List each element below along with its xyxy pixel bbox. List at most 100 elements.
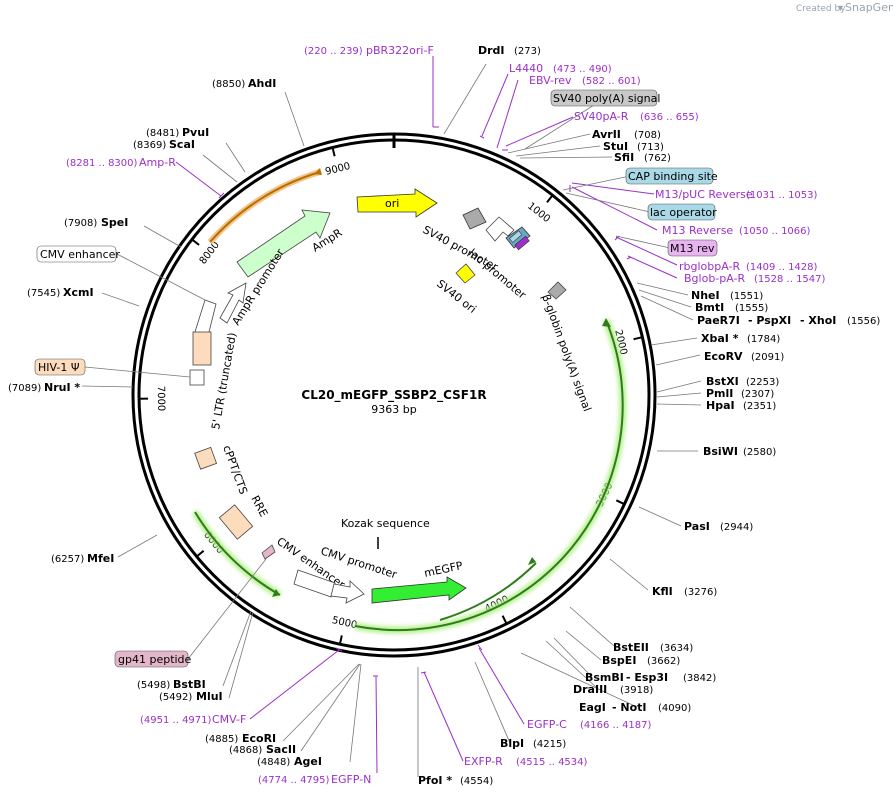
m13-rev-mark [514,235,530,251]
enzyme-bspei-pos: (3662) [647,656,680,667]
cmv-promoter-arrow [330,580,365,604]
enzyme-stui: StuI [603,140,628,153]
boxed-features: SV40 poly(A) signal CAP binding site lac… [34,89,718,668]
enzyme-ecori: EcoRI [242,732,276,745]
enzyme-bspei: BspEI [602,654,636,667]
gp41-peptide-box [114,650,189,668]
rre-label: RRE [248,493,270,519]
tick-mark-3000 [615,499,625,506]
enzyme-mfei-pos: (6257) [51,554,84,565]
enzyme-hpai-pos: (2351) [743,401,776,412]
tick-label-7000: 7000 [155,386,166,412]
primer-cmv-f-range: (4951 .. 4971) [140,715,212,726]
enzyme-xbai: XbaI * [701,332,739,345]
primer-m13-puc-reverse-range: (1031 .. 1053) [746,190,818,201]
tick-mark-2000 [633,336,643,341]
primer-m13-reverse: M13 Reverse [662,224,733,237]
enzyme-nhei: NheI [691,289,720,302]
ltr-label: 5' LTR (truncated) [209,332,239,431]
primer-exfp-r: EXFP-R [464,755,503,768]
ampr-promoter-arrow [219,282,247,324]
leader-lines [81,63,702,777]
primer-exfp-r-range: (4515 .. 4534) [516,757,588,768]
orf-right-glow-arc [354,318,627,634]
enzyme-bstbi: BstBI [173,678,206,691]
enzyme-bmti-pos: (1555) [735,303,768,314]
arrowhead-ampr [314,168,322,175]
primer-bglob-pa-r-range: (1528 .. 1547) [754,274,826,285]
orf-inner-arc [439,562,537,621]
primer-ebv-rev-range: (582 .. 601) [582,76,641,87]
enzyme-ecorv-pos: (2091) [751,352,784,363]
rre-box [218,504,254,540]
primer-rbglobpa-r-range: (1409 .. 1428) [746,262,818,273]
enzyme-pasi: PasI [684,520,710,533]
gp41-peptide-shape [261,544,276,560]
primer-sv40pa-r: SV40pA-R [574,110,629,123]
arrowhead-orf-right [602,318,611,327]
enzyme-bstxi: BstXI [706,375,739,388]
m13-rev-box-label: M13 rev [670,242,715,255]
primer-sv40pa-r-range: (636 .. 655) [640,112,699,123]
enzyme-scai-pos: (8369) [133,140,166,151]
megfp-label: mEGFP [423,559,464,580]
enzyme-mlui: MluI [196,690,223,703]
enzyme-hpai: HpaI [706,399,735,412]
primer-egfp-n-range: (4774 .. 4795) [258,775,330,786]
primer-markers [175,56,678,774]
enzyme-xcmi-pos: (7545) [27,288,60,299]
enzyme-scai: ScaI [169,138,195,151]
enzyme-pasi-pos: (2944) [720,522,753,533]
enzyme-bsiwi: BsiWI [703,445,738,458]
enzyme-xcmi: XcmI [63,286,94,299]
snapgene-logo-icon: ▾ [838,3,843,14]
primer-pbr322ori-f-range: (220 .. 239) [304,46,363,57]
hiv-psi-box [192,331,212,366]
brand-snapgene: SnapGene [845,1,893,14]
enzyme-ahdi: AhdI [248,77,276,90]
ori-label: ori [385,197,399,210]
enzyme-sfii: SfiI [614,151,634,164]
enzyme-sacii: SacII [266,743,296,756]
enzyme-mlui-pos: (5492) [159,692,192,703]
enzyme-bsteii-pos: (3634) [660,643,693,654]
ori-arrow [356,188,438,218]
primer-pbr322ori-f: pBR322ori-F [366,44,434,57]
enzyme-kfli: KflI [652,585,673,598]
sv40-ori-label: SV40 ori [434,277,478,316]
enzyme-nrui: NruI * [44,381,80,394]
primer-m13-puc-reverse: M13/pUC Reverse [655,188,753,201]
enzyme-kfli-pos: (3276) [684,587,717,598]
tick-mark-8000 [191,238,200,246]
enzyme-pmli-pos: (2307) [741,389,774,400]
tick-label-8000: 8000 [198,240,222,267]
brand-created-by: Created by [796,4,846,14]
cppt-box [194,446,218,470]
enzyme-pfoi-pos: (4554) [460,776,493,787]
enzyme-esp3i-pos: (3842) [683,673,716,684]
enzyme-bstxi-pos: (2253) [746,377,779,388]
tick-mark-6000 [196,550,205,558]
tick-mark-5000 [338,635,343,645]
cmv-enhancer-box-label: CMV enhancer [40,248,120,261]
primer-rbglobpa-r: rbglobpA-R [679,260,740,273]
enzyme-spei-pos: (7908) [64,218,97,229]
primer-l4440-range: (473 .. 490) [553,64,612,75]
enzyme-agei-pos: (4848) [257,757,290,768]
lac-operator-box [647,203,716,221]
tick-label-1000: 1000 [525,201,552,225]
ampr-arrow [236,209,331,278]
enzyme-xhoi-pos: (1556) [847,316,880,327]
primer-labels: (220 .. 239) pBR322ori-F L4440 (473 .. 4… [66,44,826,786]
enzyme-bstbi-pos: (5498) [137,680,170,691]
ltr-small-box [189,369,205,386]
box-leader-lines [84,97,671,660]
bglobin-label: β-globin poly(A) signal [539,293,594,414]
enzyme-paer7i: PaeR7I [697,314,740,327]
enzyme-pvui-pos: (8481) [146,128,179,139]
hiv-psi-box-label: HIV-1 Ψ [38,361,80,374]
primer-amp-r-range: (8281 .. 8300) [66,158,138,169]
primer-m13-reverse-range: (1050 .. 1066) [739,226,811,237]
enzyme-pspxi: - PspXI [748,314,791,327]
